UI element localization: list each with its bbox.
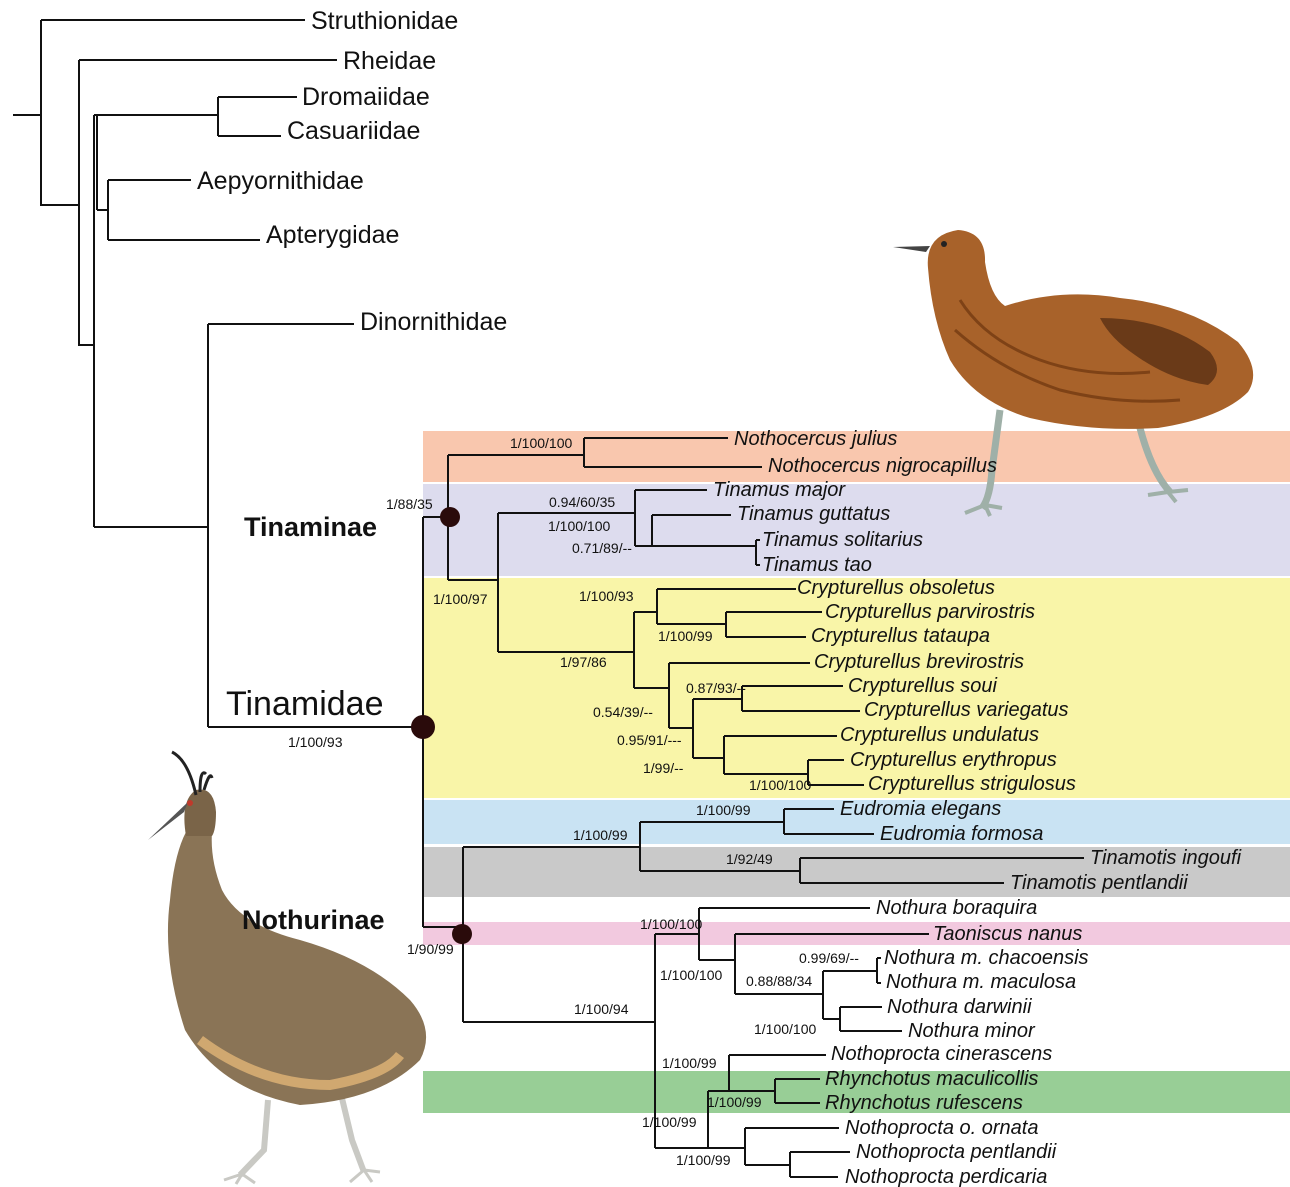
clade-labels: Tinaminae Tinamidae Nothurinae [226, 512, 385, 935]
clade-label-tinamidae: Tinamidae [226, 685, 383, 723]
support-value: 0.99/69/-- [799, 950, 859, 966]
taxon-label: Crypturellus tataupa [811, 625, 990, 647]
taxon-label: Eudromia elegans [840, 798, 1001, 820]
support-value: 1/97/86 [560, 654, 607, 670]
family-label: Casuariidae [287, 117, 420, 145]
taxon-label: Crypturellus erythropus [850, 749, 1057, 771]
support-value: 0.54/39/-- [593, 704, 653, 720]
support-value: 1/100/99 [676, 1152, 731, 1168]
clade-label-nothurinae: Nothurinae [242, 905, 385, 935]
taxon-label: Crypturellus obsoletus [797, 577, 995, 599]
support-value: 1/90/99 [407, 941, 454, 957]
family-labels: Struthionidae Rheidae Dromaiidae Casuari… [197, 7, 507, 336]
taxon-label: Nothura m. chacoensis [884, 947, 1089, 969]
taxon-label: Crypturellus strigulosus [868, 773, 1076, 795]
taxon-label: Nothura minor [908, 1020, 1036, 1042]
node-marker-tinamidae [411, 715, 435, 739]
support-value: 1/100/100 [754, 1021, 816, 1037]
support-value: 1/100/93 [579, 588, 634, 604]
family-label: Rheidae [343, 47, 436, 75]
support-value: 1/100/99 [696, 802, 751, 818]
taxon-label: Crypturellus brevirostris [814, 651, 1024, 673]
taxon-label: Tinamus solitarius [762, 529, 923, 551]
support-value: 1/100/93 [288, 734, 343, 750]
family-label: Struthionidae [311, 7, 458, 35]
support-value: 1/100/99 [658, 628, 713, 644]
support-value: 1/100/100 [640, 916, 702, 932]
support-value: 1/88/35 [386, 496, 433, 512]
support-value: 1/100/100 [510, 435, 572, 451]
taxon-label: Crypturellus undulatus [840, 724, 1039, 746]
support-value: 1/100/99 [573, 827, 628, 843]
support-value: 1/100/100 [548, 518, 610, 534]
taxon-label: Taoniscus nanus [933, 923, 1082, 945]
taxon-label: Nothoprocta o. ornata [845, 1117, 1038, 1139]
support-value: 1/100/100 [749, 777, 811, 793]
taxon-label: Crypturellus soui [848, 675, 998, 697]
taxon-label: Nothocercus nigrocapillus [768, 455, 997, 477]
taxon-label: Crypturellus variegatus [864, 699, 1069, 721]
family-label: Aepyornithidae [197, 167, 364, 195]
family-label: Dromaiidae [302, 83, 430, 111]
taxon-label: Tinamus major [713, 479, 846, 501]
support-value: 0.95/91/--- [617, 732, 682, 748]
support-value: 0.88/88/34 [746, 973, 812, 989]
taxon-label: Nothura m. maculosa [886, 971, 1076, 993]
support-value: 1/100/94 [574, 1001, 629, 1017]
taxon-label: Crypturellus parvirostris [825, 601, 1035, 623]
taxon-label: Tinamus tao [762, 554, 872, 576]
taxon-label: Nothocercus julius [734, 428, 897, 450]
support-value: 1/100/99 [662, 1055, 717, 1071]
taxon-label: Nothura boraquira [876, 897, 1037, 919]
support-value: 0.94/60/35 [549, 494, 615, 510]
node-marker-nothurinae [452, 924, 472, 944]
support-value: 1/100/99 [707, 1094, 762, 1110]
family-label: Apterygidae [266, 221, 399, 249]
family-label: Dinornithidae [360, 308, 507, 336]
taxon-label: Nothoprocta perdicaria [845, 1166, 1047, 1187]
support-value: 1/100/100 [660, 967, 722, 983]
crested-tinamou-illustration [148, 752, 426, 1184]
taxon-label: Eudromia formosa [880, 823, 1043, 845]
taxon-label: Tinamus guttatus [737, 503, 890, 525]
node-marker-tinaminae [440, 507, 460, 527]
taxon-label: Nothoprocta pentlandii [856, 1141, 1057, 1163]
support-value: 1/100/99 [642, 1114, 697, 1130]
taxon-label: Nothura darwinii [887, 996, 1032, 1018]
clade-label-tinaminae: Tinaminae [244, 512, 377, 542]
support-value: 1/100/97 [433, 591, 488, 607]
taxon-label: Rhynchotus maculicollis [825, 1068, 1038, 1090]
support-value: 0.87/93/-- [686, 680, 746, 696]
support-value: 0.71/89/-- [572, 540, 632, 556]
taxon-label: Rhynchotus rufescens [825, 1092, 1023, 1114]
support-value: 1/92/49 [726, 851, 773, 867]
taxon-label: Tinamotis ingoufi [1090, 847, 1242, 869]
support-value: 1/99/-- [643, 760, 684, 776]
taxon-label: Tinamotis pentlandii [1010, 872, 1188, 894]
taxon-label: Nothoprocta cinerascens [831, 1043, 1052, 1065]
